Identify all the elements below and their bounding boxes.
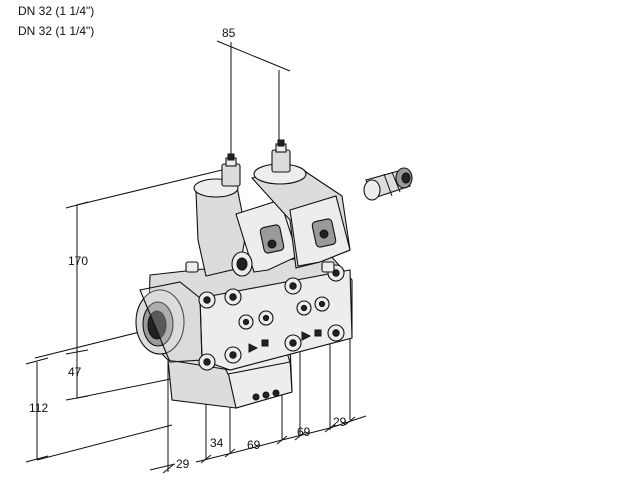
gas-valve xyxy=(135,139,353,409)
cable-gland xyxy=(363,167,413,201)
dim-34: 34 xyxy=(210,436,224,450)
dim-170: 170 xyxy=(68,254,88,268)
front-screws xyxy=(198,264,345,371)
dim-47: 47 xyxy=(68,365,82,379)
dim-29-right: 29 xyxy=(333,415,347,429)
dim-69-a: 69 xyxy=(247,438,261,452)
dim-29-left: 29 xyxy=(176,457,190,471)
model-label-1: DN 32 (1 1/4") xyxy=(18,4,95,18)
dim-69-b: 69 xyxy=(297,425,311,439)
dim-85: 85 xyxy=(222,26,236,40)
model-label-2: DN 32 (1 1/4") xyxy=(18,24,95,38)
dim-112: 112 xyxy=(29,401,48,415)
